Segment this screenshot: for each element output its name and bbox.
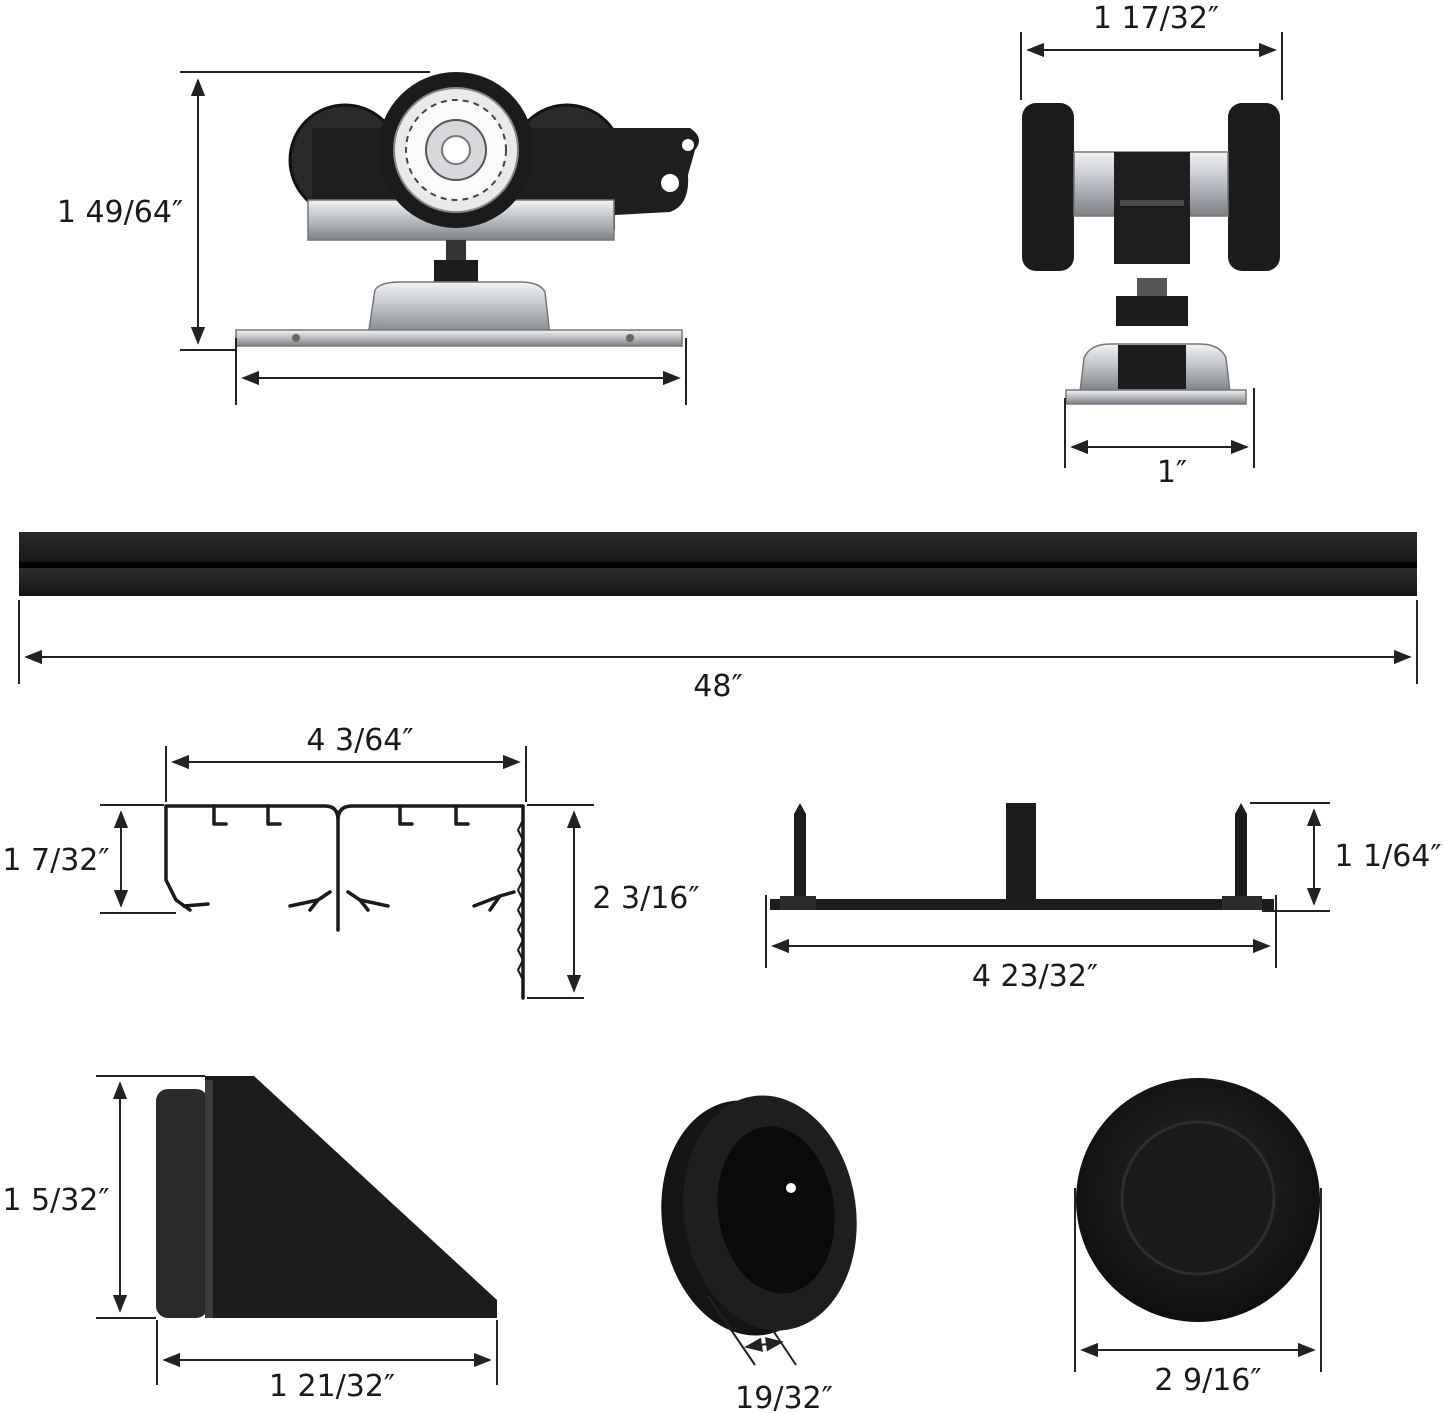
track-rail — [19, 532, 1417, 596]
rail-length-label: 48″ — [693, 669, 742, 704]
guide-right-pin — [1235, 803, 1247, 898]
roller-side-width-dimension — [235, 338, 687, 405]
front-left-wheel — [1022, 103, 1074, 271]
rail-length-dimension — [18, 600, 1418, 684]
base-screw-hole — [292, 334, 300, 342]
pull-depth-dimension — [707, 1295, 797, 1366]
stop-height-dimension — [96, 1075, 205, 1319]
pull-diameter-dimension — [1074, 1188, 1322, 1372]
front-base-plate — [1065, 389, 1247, 405]
roller-nut — [434, 260, 478, 282]
profile-total-height-label: 2 3/16″ — [592, 881, 699, 916]
roller-front-base-label: 1″ — [1157, 455, 1187, 490]
roller-mount — [367, 281, 551, 337]
roller-side-view — [235, 72, 699, 347]
pull-front-cup — [1120, 1120, 1276, 1276]
profile-total-height-dimension — [527, 804, 594, 999]
guide-width-dimension — [765, 895, 1277, 968]
profile-clips — [212, 804, 470, 826]
guide-right-foot — [1222, 896, 1262, 910]
roller-side-height-dimension — [180, 71, 430, 351]
front-nut — [1116, 296, 1188, 326]
profile-center-hooks — [288, 890, 390, 912]
stop-width-dimension — [156, 1320, 498, 1385]
front-bolt — [1137, 278, 1167, 298]
pull-depth-label: 19/32″ — [735, 1381, 833, 1413]
stop-height-label: 1 5/32″ — [2, 1183, 109, 1218]
pull-angled-cup — [717, 1126, 835, 1294]
guide-base-bar — [770, 899, 1274, 910]
bearing-hub — [441, 135, 471, 165]
guide-width-label: 4 23/32″ — [972, 959, 1098, 994]
roller-front-width-label: 1 17/32″ — [1093, 1, 1219, 36]
door-stop — [156, 1076, 497, 1318]
profile-width-dimension — [165, 746, 527, 802]
roller-front-width-dimension — [1020, 32, 1283, 100]
roller-bolt — [446, 240, 466, 262]
flush-pull-front — [1076, 1078, 1320, 1322]
arm-slot — [682, 139, 694, 151]
profile-inner-height-dimension — [100, 804, 176, 914]
profile-right-hook — [472, 890, 516, 912]
roller-side-height-label: 1 49/64″ — [57, 195, 183, 230]
roller-base-plate — [235, 329, 683, 347]
guide-height-dimension — [1250, 802, 1330, 912]
profile-width-label: 4 3/64″ — [306, 723, 413, 758]
guide-left-foot — [780, 896, 816, 910]
pull-angled-hole — [786, 1183, 796, 1193]
front-mount-nut — [1118, 345, 1186, 389]
base-screw-hole — [626, 334, 634, 342]
stop-wedge — [205, 1076, 497, 1318]
profile-inner-height-label: 1 7/32″ — [2, 843, 109, 878]
stop-back-block — [156, 1089, 208, 1318]
guide-left-pin — [794, 803, 806, 898]
roller-front-view — [1022, 103, 1280, 405]
guide-height-label: 1 1/64″ — [1334, 839, 1441, 874]
arm-hole — [661, 174, 679, 192]
front-right-wheel — [1228, 103, 1280, 271]
guide-center-post — [1006, 803, 1036, 901]
roller-front-base-dimension — [1064, 388, 1255, 468]
pull-diameter-label: 2 9/16″ — [1154, 1363, 1261, 1398]
bracket-highlight — [1120, 200, 1184, 206]
stop-width-label: 1 21/32″ — [269, 1369, 395, 1404]
profile-serration — [517, 819, 524, 981]
front-bracket — [1114, 152, 1190, 264]
profile-left-lip — [182, 902, 210, 908]
profile-outline — [164, 804, 525, 1000]
stop-edge — [205, 1080, 213, 1318]
track-profile — [164, 804, 525, 1000]
floor-guide — [770, 803, 1274, 910]
rail-groove — [19, 562, 1417, 568]
flush-pull-angled — [661, 1095, 857, 1336]
